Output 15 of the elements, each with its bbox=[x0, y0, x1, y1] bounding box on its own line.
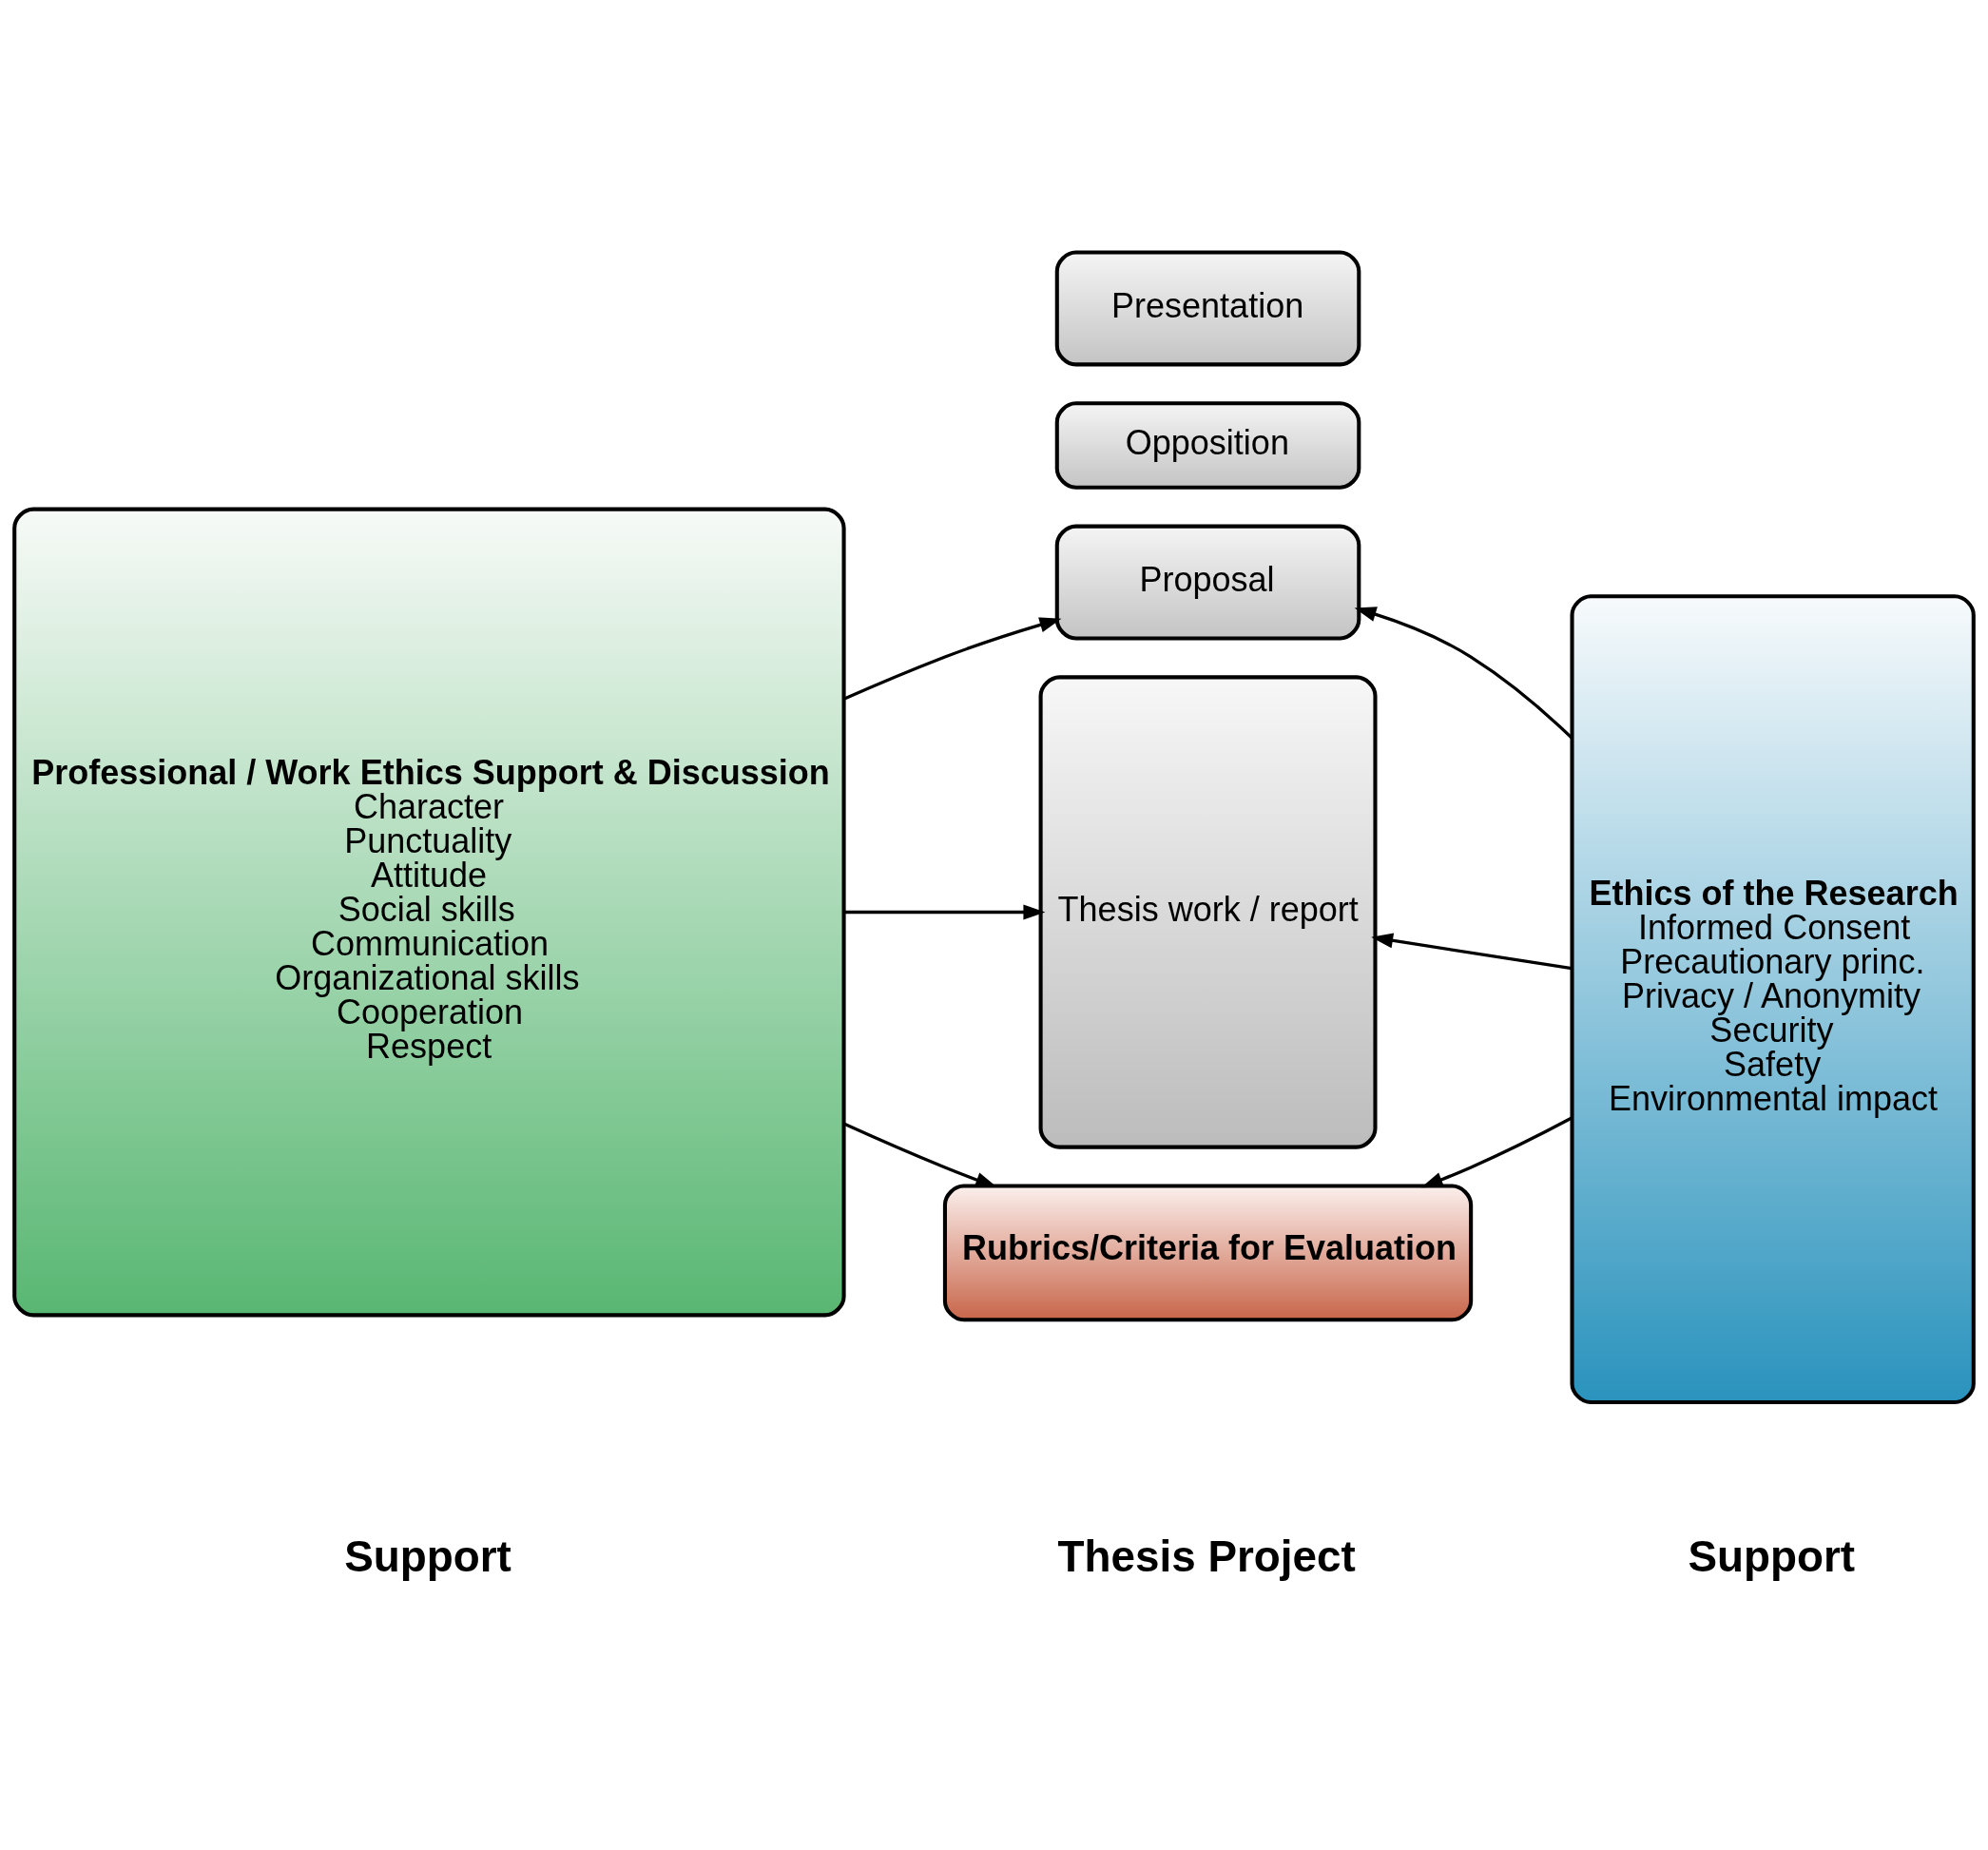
node-box: Ethics of the Research Informed Consent Precautionary princ. Privacy / Anonymity Security Safety Environmental impact bbox=[1570, 594, 1976, 1405]
label: Support bbox=[344, 1532, 511, 1582]
arrow bbox=[842, 617, 1062, 701]
node-box: Opposition bbox=[1054, 401, 1361, 490]
label: Support bbox=[1688, 1532, 1856, 1582]
node-box: Proposal bbox=[1054, 524, 1361, 641]
arrow bbox=[843, 904, 1046, 920]
node-box: Presentation bbox=[1054, 250, 1361, 367]
arrow bbox=[1371, 933, 1573, 971]
arrow bbox=[1354, 607, 1573, 740]
node-box: Thesis work / report bbox=[1038, 675, 1378, 1149]
label: Thesis Project bbox=[1057, 1532, 1356, 1582]
node-box: Rubrics/Criteria for Evaluation bbox=[942, 1184, 1474, 1322]
arrow bbox=[1420, 1116, 1573, 1188]
node-box: Professional / Work Ethics Support & Discussion Character Punctuality Attitude Social skills Communication Organizational skills Cooperation Respect bbox=[12, 507, 846, 1318]
